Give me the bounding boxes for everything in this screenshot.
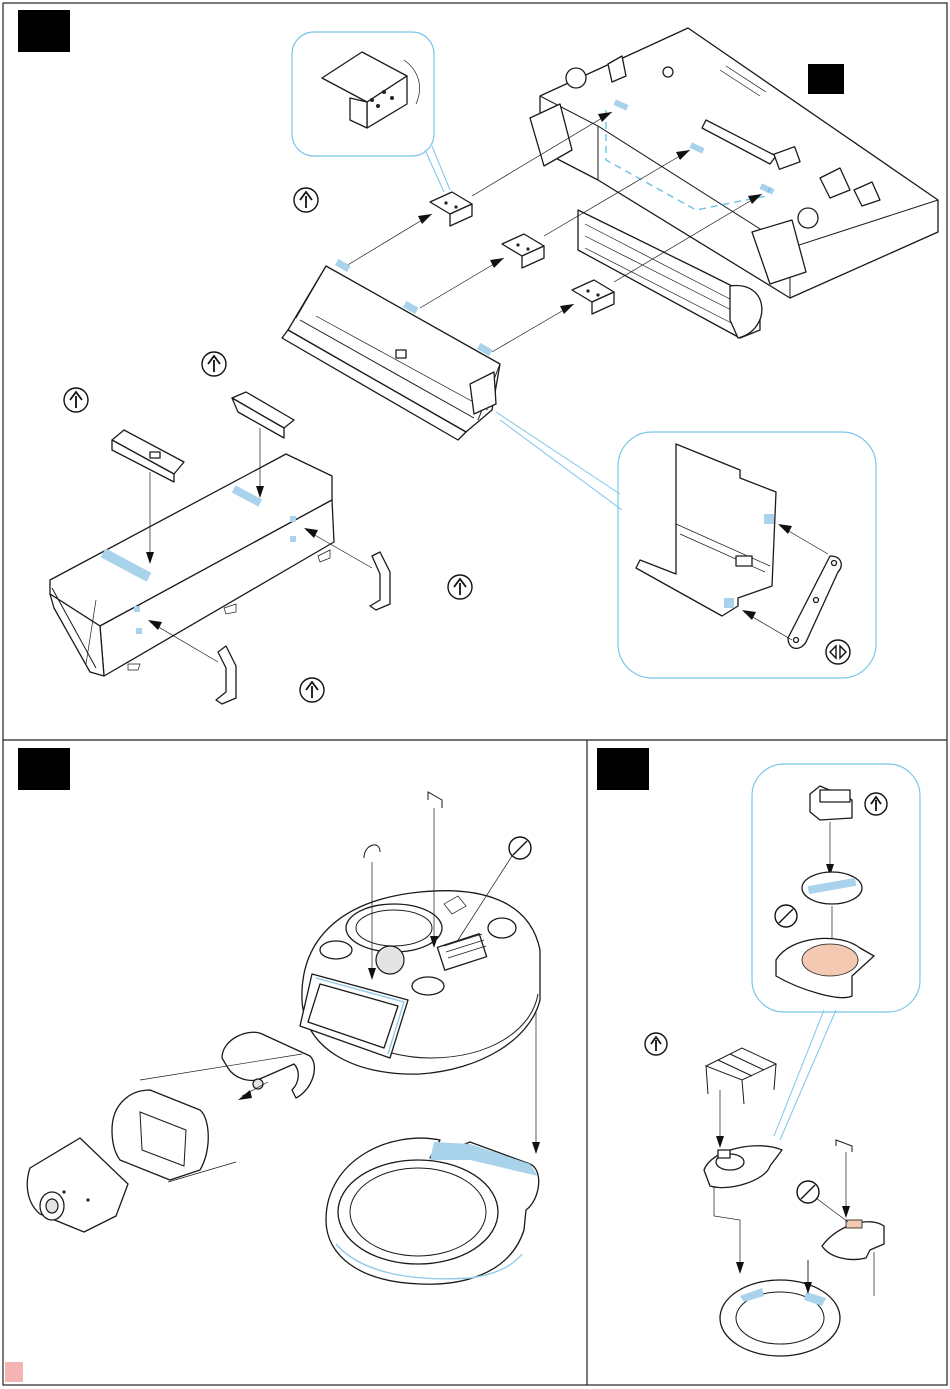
periscope-base-part: [27, 1138, 128, 1232]
fold-both-directions-icon: [826, 640, 850, 664]
fold-up-icon: [300, 678, 324, 702]
hatch-lid-right: [808, 1140, 884, 1296]
hatch-detail-callout: [752, 764, 920, 1140]
corner-marker: [5, 1362, 23, 1382]
hinge-part-1: [430, 192, 472, 226]
step-label-top: [18, 10, 70, 52]
fold-up-icon: [865, 793, 887, 815]
part-badge: [808, 64, 844, 94]
turret-cupola: [300, 891, 540, 1074]
hatch-guard-part: [706, 1048, 776, 1148]
fold-up-icon: [202, 352, 226, 376]
no-part-icon: [775, 905, 797, 927]
fold-up-icon: [64, 388, 88, 412]
hinge-part-2: [502, 234, 544, 268]
stowage-box-exploded: [50, 454, 334, 676]
hatch-lid-left: [704, 1146, 782, 1274]
step-label-bottom-right: [597, 748, 649, 790]
fold-up-icon: [294, 188, 318, 212]
fold-up-icon: [448, 575, 472, 599]
fold-up-icon: [645, 1033, 667, 1055]
periscope-cover-part: [222, 1032, 314, 1100]
no-part-icon: [797, 1181, 848, 1222]
strap-detail-callout: [496, 412, 876, 678]
hinge-part-3: [572, 280, 614, 314]
hatch-ring-part: [720, 1260, 840, 1356]
step-label-bottom-left: [18, 748, 70, 790]
hinge-detail-callout: [292, 32, 450, 192]
stowage-box-assembled: [282, 259, 500, 440]
